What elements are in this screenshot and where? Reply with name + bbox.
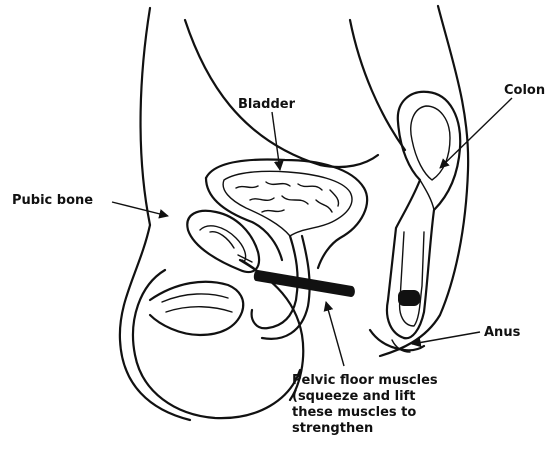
rectum-inner <box>400 232 424 326</box>
bladder-outer <box>206 160 367 268</box>
abdominal-wall <box>185 20 378 167</box>
pelvic-floor-label-line-3: these muscles to <box>292 405 416 420</box>
bladder-label: Bladder <box>238 97 296 112</box>
colon-leader <box>440 98 512 168</box>
pubic-bone-label: Pubic bone <box>12 193 93 208</box>
genital-outline <box>150 282 243 335</box>
pelvic-floor-label: Pelvic floor muscles (squeeze and lift t… <box>292 373 442 436</box>
pubic-bone-inner <box>200 226 246 262</box>
bladder-leader <box>272 112 280 170</box>
peritoneal-line <box>350 20 405 150</box>
bladder-wrinkles <box>236 182 339 212</box>
colon-label: Colon <box>504 83 545 98</box>
pelvic-floor-label-line-1: Pelvic floor muscles <box>292 373 438 388</box>
colon-fold <box>420 180 434 210</box>
colon-inner <box>411 106 450 180</box>
genital-inner <box>162 294 232 312</box>
anus-label: Anus <box>484 325 521 340</box>
pelvic-floor-muscle-end <box>398 290 420 306</box>
pelvic-floor-muscle-band <box>254 270 355 297</box>
anus-leader <box>412 332 480 344</box>
pelvic-floor-label-line-2: (squeeze and lift <box>292 389 415 404</box>
thigh-contour <box>133 270 300 418</box>
pubic-bone-leader <box>112 202 168 216</box>
body-outline-front <box>120 8 190 420</box>
colon <box>387 92 460 338</box>
bladder-outer-lower <box>206 178 282 260</box>
pelvic-floor-leader <box>326 302 344 366</box>
pelvic-floor-label-line-4: strengthen <box>292 421 373 436</box>
